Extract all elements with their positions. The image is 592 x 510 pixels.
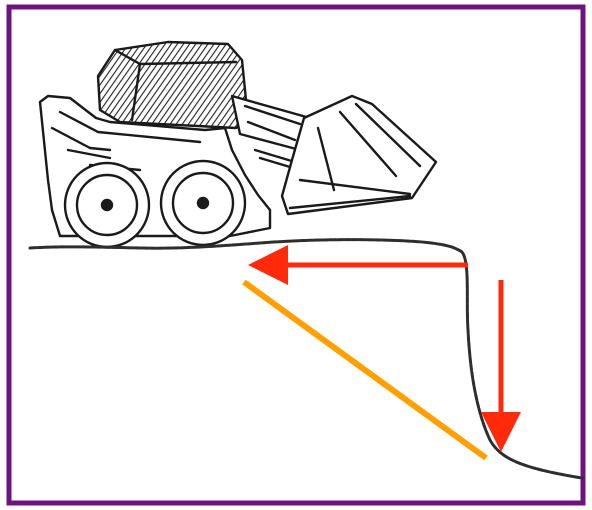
rear-wheel xyxy=(63,161,151,249)
loader-bucket xyxy=(280,94,438,216)
bucket-rib xyxy=(298,178,412,196)
body-panel-line xyxy=(66,148,112,160)
bucket-rib xyxy=(354,102,422,168)
body-panel-line xyxy=(50,126,112,152)
frame-border xyxy=(6,4,586,506)
skid-steer-loader xyxy=(38,40,438,249)
body-panel-line xyxy=(58,110,202,144)
lift-arm-detail xyxy=(243,104,302,126)
lift-arm-detail xyxy=(246,120,297,142)
slope-line xyxy=(242,279,488,461)
operator-cage xyxy=(96,40,250,130)
cage-post xyxy=(130,62,142,122)
bucket-lip xyxy=(288,194,412,210)
front-wheel xyxy=(159,159,247,247)
bucket-rib xyxy=(338,110,398,178)
bucket-rib xyxy=(316,126,336,192)
